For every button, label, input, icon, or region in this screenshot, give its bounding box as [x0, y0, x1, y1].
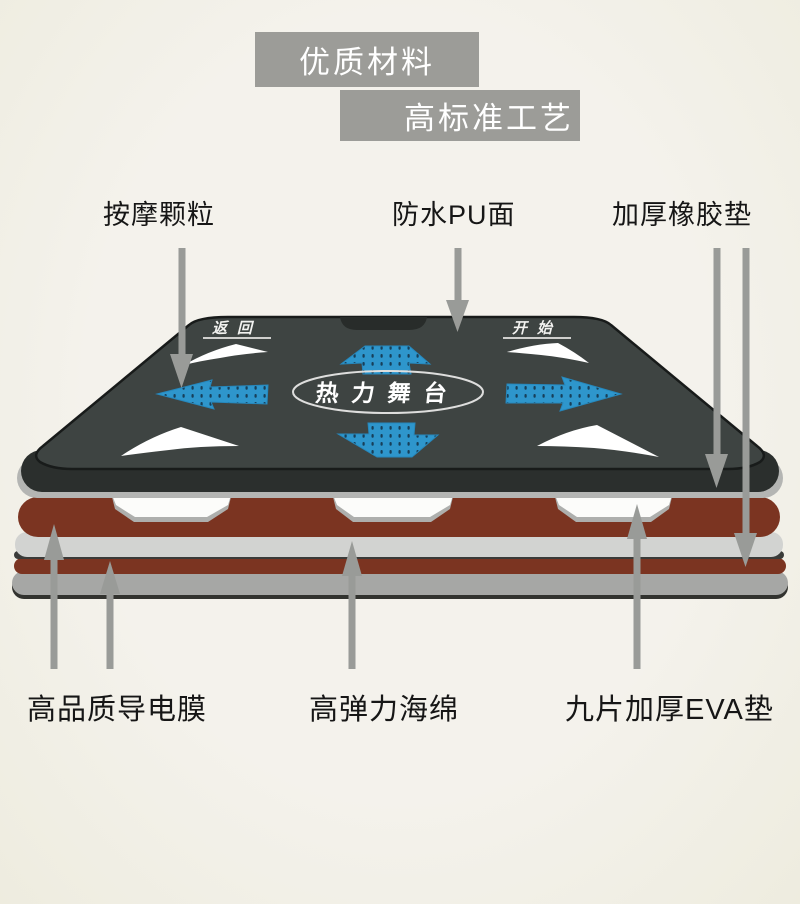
pointer-conductive-film-1	[44, 524, 64, 669]
callout-pointers	[44, 248, 757, 669]
corner-triangles	[121, 343, 659, 457]
pointer-line	[50, 558, 58, 669]
eva-pad	[555, 495, 672, 517]
pointer-head	[627, 504, 647, 539]
arrow-right-icon	[505, 376, 623, 412]
corner-triangle-top-left	[184, 344, 268, 365]
center-label: 热力舞台	[314, 380, 461, 406]
mat-corner-labels: 返回 开始	[203, 319, 571, 339]
layer-sponge	[15, 532, 783, 557]
pointer-head	[446, 300, 469, 332]
callout-thick-rubber-pad: 加厚橡胶垫	[612, 200, 752, 230]
pointer-head	[342, 541, 362, 576]
layer-stack	[12, 495, 788, 599]
banner-premium-materials: 优质材料	[255, 32, 479, 87]
pointer-massage-particles	[170, 248, 193, 388]
pointer-head	[734, 533, 757, 567]
corner-triangle-bottom-left	[121, 427, 239, 456]
pointer-line	[178, 248, 186, 356]
arrow-left-icon	[155, 379, 269, 410]
callout-eva-pads: 九片加厚EVA垫	[565, 694, 774, 726]
corner-triangle-top-right	[507, 343, 589, 363]
pointer-rubber-pad-2	[734, 248, 757, 567]
back-label: 返回	[211, 319, 265, 337]
pointer-sponge	[342, 541, 362, 669]
eva-pad-cutouts	[112, 495, 672, 522]
callout-waterproof-pu-surface: 防水PU面	[392, 200, 516, 230]
callout-elastic-sponge: 高弹力海绵	[309, 694, 460, 726]
layer-conductive-film-2	[14, 558, 786, 574]
pointer-line	[106, 592, 114, 669]
pointer-head	[100, 561, 120, 594]
cable-notch	[340, 317, 427, 330]
pointer-head	[705, 454, 728, 488]
center-ring	[292, 370, 484, 414]
pointer-line	[633, 537, 641, 669]
arrow-down-icon	[336, 422, 440, 458]
banner-high-standard-craft: 高标准工艺	[340, 90, 580, 141]
layer-eva-base	[12, 571, 788, 595]
banner-label: 优质材料	[299, 45, 435, 80]
start-label: 开始	[511, 319, 565, 337]
pointer-eva-pad	[627, 504, 647, 669]
pointer-line	[742, 248, 750, 535]
eva-pad	[112, 495, 231, 517]
direction-arrows	[155, 345, 623, 458]
pointer-head	[170, 354, 193, 388]
pointer-pu-surface	[446, 248, 469, 332]
pointer-conductive-film-2	[100, 561, 120, 669]
corner-triangle-bottom-right	[537, 425, 659, 457]
pointer-head	[44, 524, 64, 560]
pointer-line	[713, 248, 721, 456]
pointer-line	[348, 574, 356, 669]
dance-mat: 返回 开始 热力舞台	[34, 315, 766, 471]
start-underline	[503, 337, 571, 339]
pointer-rubber-pad-1	[705, 248, 728, 488]
callout-massage-particles: 按摩颗粒	[103, 200, 215, 230]
eva-pad	[333, 495, 453, 517]
back-underline	[203, 337, 271, 339]
banner-label: 高标准工艺	[404, 101, 574, 136]
arrow-up-icon	[339, 345, 432, 375]
callout-conductive-film: 高品质导电膜	[27, 694, 208, 726]
pointer-line	[454, 248, 462, 302]
